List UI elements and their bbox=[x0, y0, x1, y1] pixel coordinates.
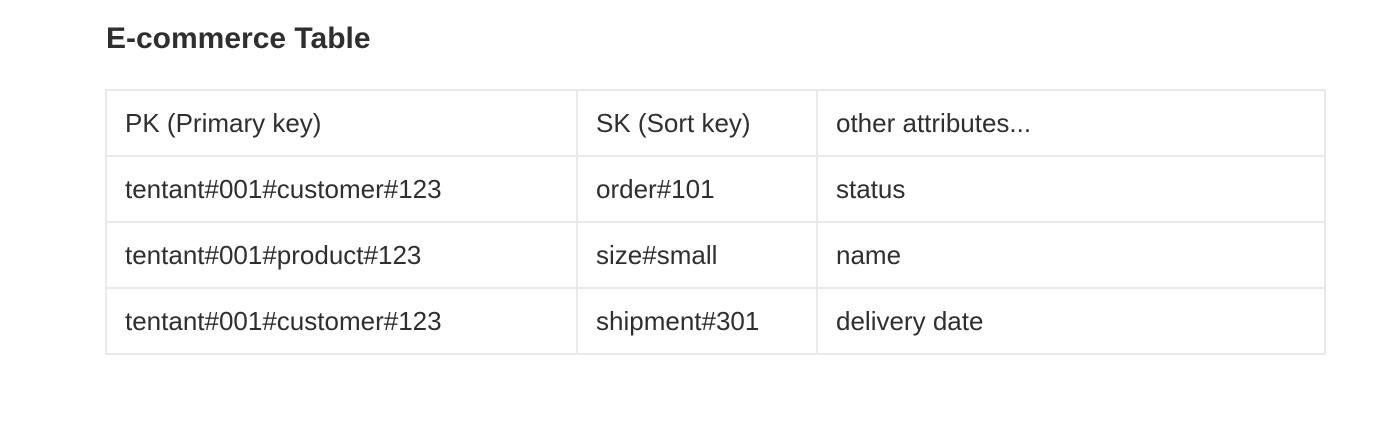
table-cell[interactable]: size#small bbox=[576, 221, 818, 289]
table-cell[interactable]: tentant#001#customer#123 bbox=[105, 155, 578, 223]
table-cell[interactable]: status bbox=[816, 155, 1326, 223]
page-title: E-commerce Table bbox=[106, 22, 371, 55]
table-row: tentant#001#customer#123 shipment#301 de… bbox=[105, 287, 1326, 355]
table-cell[interactable]: tentant#001#product#123 bbox=[105, 221, 578, 289]
table-header-cell[interactable]: PK (Primary key) bbox=[105, 89, 578, 157]
table-row: tentant#001#product#123 size#small name bbox=[105, 221, 1326, 289]
table-header-cell[interactable]: SK (Sort key) bbox=[576, 89, 818, 157]
table-header-row: PK (Primary key) SK (Sort key) other att… bbox=[105, 89, 1326, 157]
table-cell[interactable]: order#101 bbox=[576, 155, 818, 223]
table-row: tentant#001#customer#123 order#101 statu… bbox=[105, 155, 1326, 223]
table-cell[interactable]: delivery date bbox=[816, 287, 1326, 355]
ecommerce-table: PK (Primary key) SK (Sort key) other att… bbox=[105, 89, 1326, 355]
table-cell[interactable]: tentant#001#customer#123 bbox=[105, 287, 578, 355]
table-cell[interactable]: shipment#301 bbox=[576, 287, 818, 355]
table-cell[interactable]: name bbox=[816, 221, 1326, 289]
table-header-cell[interactable]: other attributes... bbox=[816, 89, 1326, 157]
